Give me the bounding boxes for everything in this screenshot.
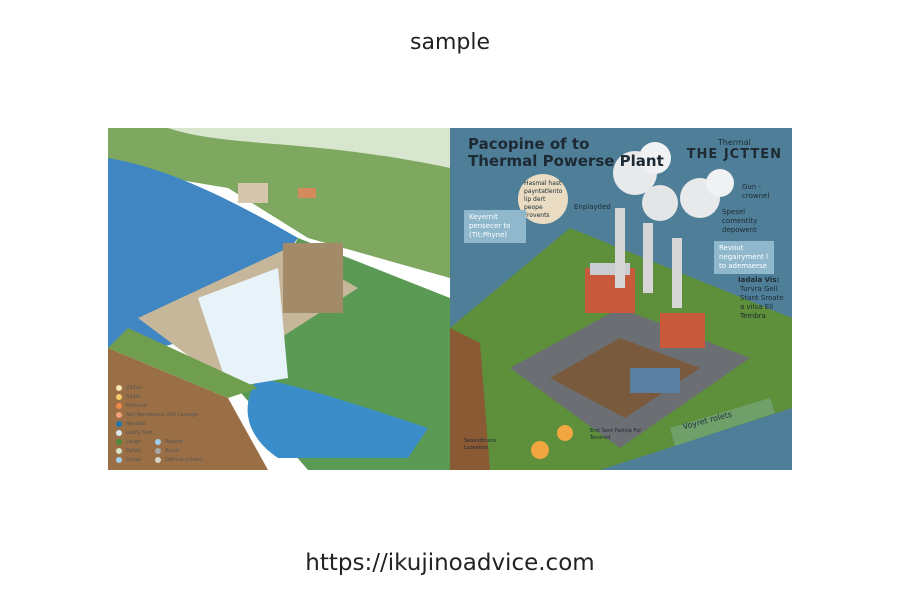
- info-box: Revout negairyment l to ademserse: [714, 241, 774, 274]
- legend-item: Loafly Sott: [126, 429, 153, 436]
- label: Turvra Gell Stant Sroate a vilsa Ell Tem…: [740, 285, 784, 320]
- label: Seoondtnsce Lsoeation: [464, 438, 497, 451]
- legend-item: Reqore: [165, 438, 183, 445]
- hydroelectric-dam-illustration: Zaltan Badle Matsical Sell Remstance Uni…: [108, 128, 450, 470]
- info-circle: Hasmal hast payntatlento lip dert peope …: [518, 174, 568, 224]
- legend-item: Sell Remstance Unit Lassage: [126, 411, 199, 418]
- legend-item: Matsical: [126, 402, 147, 409]
- legend-item: Zaltan: [126, 384, 143, 391]
- legend-item: Badle: [126, 393, 141, 400]
- plant-title-line1: Pacopine of to: [468, 135, 590, 153]
- label: Eret Sent Fashlip For Tenshed: [590, 428, 642, 441]
- label: Spesel comentity depowent: [722, 208, 758, 234]
- source-url: https://ikujinoadvice.com: [305, 550, 595, 576]
- thermal-power-plant-illustration: Pacopine of to Thermal Powerse Plant The…: [450, 128, 792, 470]
- legend-item: Pulnal: [126, 456, 142, 463]
- logo: Thermal THE JCTTEN: [687, 138, 782, 162]
- plant-title: Pacopine of to Thermal Powerse Plant: [468, 136, 664, 170]
- logo-small: Thermal: [717, 138, 751, 147]
- plant-title-line2: Thermal Powerse Plant: [468, 152, 664, 170]
- legend-item: Randtal: [126, 420, 146, 427]
- label: Enplayded: [574, 203, 611, 211]
- label: Iadala Vis:: [738, 276, 780, 284]
- legend-item: Defntal uchent: [165, 456, 203, 463]
- info-box: Keyernit pensecer to (Tit:Phyne): [464, 210, 526, 243]
- legend-item: Lough: [126, 438, 142, 445]
- legend-item: Pulble: [126, 447, 142, 454]
- logo-big: THE JCTTEN: [686, 147, 782, 162]
- map-legend: Zaltan Badle Matsical Sell Remstance Uni…: [116, 383, 202, 464]
- label: Gun - crownel: [742, 183, 770, 200]
- power-plant-art: [450, 142, 792, 470]
- legend-item: Acoot: [165, 447, 180, 454]
- page-title: sample: [410, 30, 490, 55]
- dam-illustration-art: [108, 128, 450, 470]
